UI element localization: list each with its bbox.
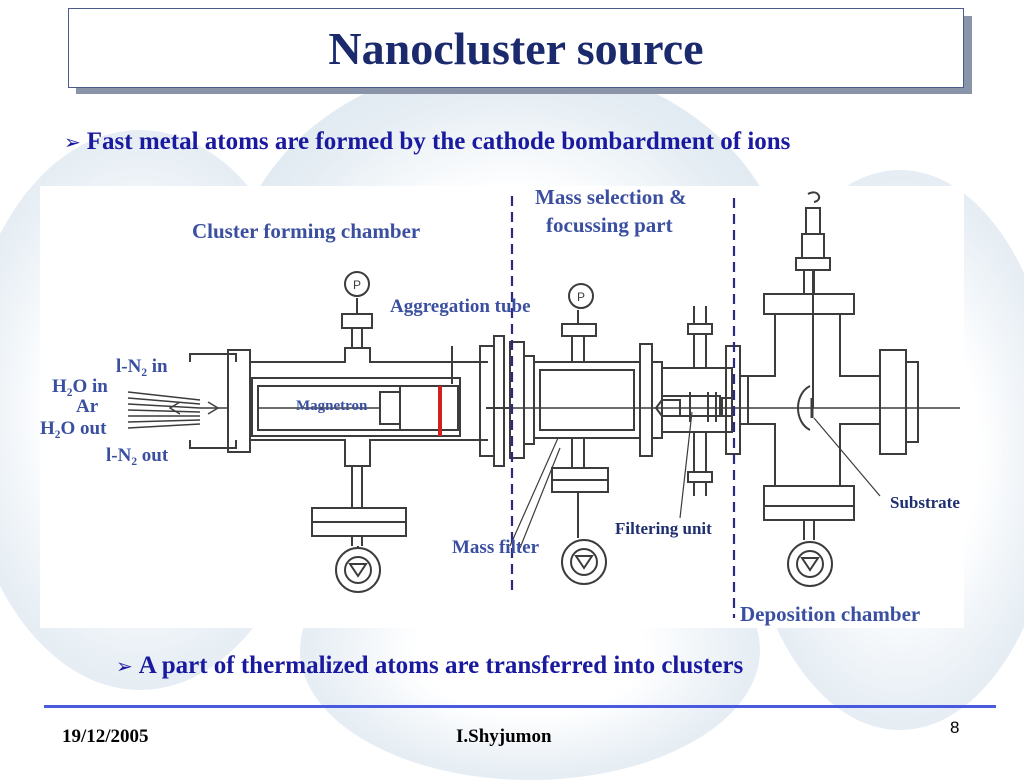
pressure-gauge-icon bbox=[568, 283, 594, 309]
bullet-top-text: Fast metal atoms are formed by the catho… bbox=[86, 128, 791, 155]
pressure-gauge-icon bbox=[344, 271, 370, 297]
deposition-chamber-label: Deposition chamber bbox=[740, 602, 920, 626]
mass-selection-body bbox=[509, 310, 663, 538]
magnetron-target bbox=[438, 386, 442, 436]
filtering-unit bbox=[654, 306, 749, 496]
ln2-out-label: l-N₂ out bbox=[106, 445, 169, 466]
pump-icon bbox=[787, 541, 833, 587]
page-title: Nanocluster source bbox=[328, 22, 704, 74]
title-box: Nanocluster source bbox=[68, 8, 964, 88]
h2o-in-label: H₂O in bbox=[52, 376, 108, 397]
gauge-p-label: P bbox=[577, 290, 585, 304]
footer-date: 19/12/2005 bbox=[62, 726, 149, 747]
magnetron-label: Magnetron bbox=[296, 398, 368, 414]
substrate-label: Substrate bbox=[890, 493, 960, 512]
footer-divider bbox=[44, 705, 996, 708]
footer-author: I.Shyjumon bbox=[456, 726, 552, 747]
page-number: 8 bbox=[950, 718, 960, 737]
ln2-in-label: l-N₂ in bbox=[116, 356, 168, 377]
mass-selection-label-2: focussing part bbox=[546, 213, 673, 237]
pump-icon bbox=[561, 539, 607, 585]
ar-label: Ar bbox=[76, 396, 99, 417]
arrow-bullet-icon: ➢ bbox=[116, 654, 133, 678]
h2o-out-label: H₂O out bbox=[40, 418, 107, 439]
mass-filter-label: Mass filter bbox=[452, 537, 540, 558]
nanocluster-source-diagram: Cluster forming chamber Mass selection &… bbox=[40, 186, 964, 628]
cluster-forming-chamber-label: Cluster forming chamber bbox=[192, 219, 420, 243]
bullet-bottom-text: A part of thermalized atoms are transfer… bbox=[138, 652, 744, 679]
bullet-bottom: ➢A part of thermalized atoms are transfe… bbox=[116, 652, 743, 680]
pump-icon bbox=[335, 546, 381, 593]
leader-lines bbox=[509, 411, 881, 549]
arrow-bullet-icon: ➢ bbox=[64, 130, 81, 154]
aggregation-tube-label: Aggregation tube bbox=[390, 296, 531, 317]
bullet-top: ➢Fast metal atoms are formed by the cath… bbox=[64, 128, 790, 156]
gauge-p-label: P bbox=[353, 278, 361, 292]
cluster-chamber-body bbox=[189, 298, 510, 546]
diagram-svg: Cluster forming chamber Mass selection &… bbox=[40, 186, 960, 626]
gas-feed-lines bbox=[127, 391, 228, 429]
deposition-chamber-body bbox=[748, 191, 919, 540]
mass-selection-label-1: Mass selection & bbox=[535, 186, 687, 209]
filtering-unit-label: Filtering unit bbox=[615, 519, 712, 538]
